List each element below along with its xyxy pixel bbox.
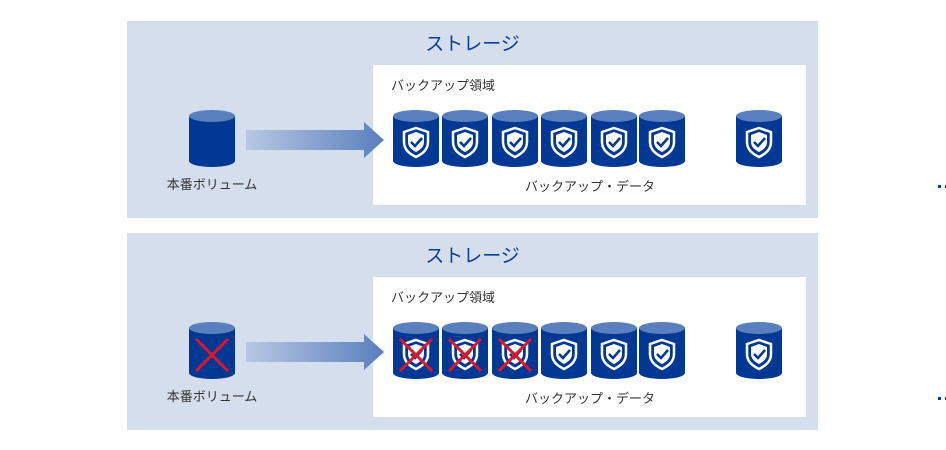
shield-check-icon bbox=[501, 126, 529, 159]
backup-data-cylinder bbox=[441, 109, 489, 173]
backup-data-cylinder bbox=[540, 321, 588, 385]
backup-area-label: バックアップ領域 bbox=[391, 291, 496, 306]
arrow-right-icon bbox=[246, 122, 386, 162]
shield-check-icon bbox=[600, 126, 628, 159]
ellipsis-dots bbox=[938, 397, 946, 400]
shield-check-icon bbox=[648, 338, 676, 371]
shield-check-icon bbox=[402, 126, 430, 159]
backup-data-cylinder bbox=[590, 321, 638, 385]
cross-icon bbox=[398, 337, 434, 373]
backup-area: バックアップ領域 バックアップ・データ bbox=[373, 277, 946, 417]
source-volume-label: 本番ボリューム bbox=[166, 390, 258, 405]
cross-icon bbox=[497, 337, 533, 373]
shield-check-icon bbox=[550, 126, 578, 159]
backup-data-label: バックアップ・データ bbox=[524, 392, 655, 407]
backup-area: バックアップ領域 バックアップ・データ bbox=[373, 65, 946, 205]
storage-title: ストレージ bbox=[425, 245, 520, 267]
shield-check-icon bbox=[600, 338, 628, 371]
backup-data-cylinder bbox=[735, 321, 783, 385]
storage-panel-1: ストレージ 本番ボリューム バックアップ領域 バックアップ・データ bbox=[127, 21, 946, 218]
shield-check-icon bbox=[648, 126, 676, 159]
backup-data-cylinder bbox=[491, 321, 539, 385]
backup-data-cylinder bbox=[491, 109, 539, 173]
backup-data-cylinder bbox=[638, 321, 686, 385]
ellipsis-dots bbox=[938, 185, 946, 188]
backup-data-cylinder bbox=[441, 321, 489, 385]
backup-area-label: バックアップ領域 bbox=[391, 79, 496, 94]
source-volume-label: 本番ボリューム bbox=[166, 178, 258, 193]
arrow-right-icon bbox=[246, 334, 386, 374]
backup-data-cylinder bbox=[392, 321, 440, 385]
backup-data-cylinder bbox=[540, 109, 588, 173]
shield-check-icon bbox=[550, 338, 578, 371]
source-volume-cylinder bbox=[188, 321, 236, 385]
storage-title: ストレージ bbox=[425, 33, 520, 55]
backup-data-cylinder bbox=[735, 109, 783, 173]
source-volume-cylinder bbox=[188, 109, 236, 173]
shield-check-icon bbox=[745, 126, 773, 159]
backup-data-cylinder bbox=[590, 109, 638, 173]
shield-check-icon bbox=[451, 126, 479, 159]
backup-data-label: バックアップ・データ bbox=[524, 180, 655, 195]
backup-data-cylinder bbox=[392, 109, 440, 173]
cross-icon bbox=[447, 337, 483, 373]
shield-check-icon bbox=[745, 338, 773, 371]
storage-panel-2: ストレージ 本番ボリューム バックアップ領域 バックアップ・データ bbox=[127, 233, 946, 430]
cross-icon bbox=[194, 337, 230, 373]
backup-data-cylinder bbox=[638, 109, 686, 173]
